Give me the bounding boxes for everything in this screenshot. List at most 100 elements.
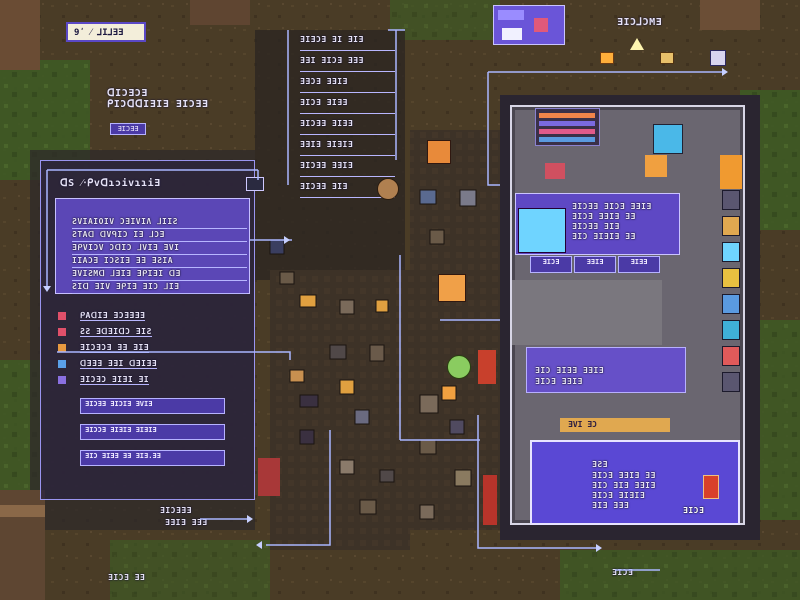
furniture-block[interactable] bbox=[419, 439, 437, 455]
lower-red-icon[interactable] bbox=[703, 475, 719, 499]
left-panel-portrait-icon[interactable] bbox=[246, 177, 264, 191]
furniture-block[interactable] bbox=[269, 239, 285, 255]
screen-cyan-panel bbox=[518, 208, 566, 253]
furniture-block[interactable] bbox=[459, 189, 477, 207]
box-icon[interactable] bbox=[710, 50, 726, 66]
center-label: ƎƎI ƎIƆƎ ƎƎƎ bbox=[300, 51, 395, 72]
cursor-icon bbox=[630, 38, 644, 50]
furniture-block[interactable] bbox=[441, 385, 457, 401]
title-box[interactable]: 9ʹ ⁄ ⅃I⅃ƎƎ bbox=[66, 22, 146, 42]
furniture-block[interactable] bbox=[449, 419, 465, 435]
left-menu-item[interactable]: ƎIƆƎƆ ƎIƎI ƎI bbox=[58, 372, 238, 388]
left-menu-label: ᑭAᗡIƎ ƎƆƎƎƎƎ bbox=[80, 311, 146, 321]
building-mid-line: ƎIƆƎ ƎƎIƎ bbox=[535, 377, 583, 386]
menu-icon bbox=[58, 376, 66, 384]
furniture-block[interactable] bbox=[339, 459, 355, 475]
left-menu-label: ᗡƎƎƎ ƎƎI ᗡƎIƎƎ bbox=[80, 359, 158, 369]
color-bar-label: ƎVI ƎƆ bbox=[568, 420, 597, 429]
red-door[interactable] bbox=[258, 458, 280, 496]
area-label-2: ᑭIƆᗡᗡIƎIƎ ƎIƆƎƎ bbox=[107, 99, 209, 110]
side-slot-icon[interactable] bbox=[722, 216, 740, 236]
left-action-button[interactable]: ƎIƆƆƎ ƎIƎIƎ ƎIƎIƎ bbox=[80, 424, 225, 440]
shelf-panel[interactable] bbox=[535, 108, 600, 146]
red-cabinet[interactable] bbox=[478, 350, 496, 384]
round-table[interactable] bbox=[377, 178, 399, 200]
furniture-block[interactable] bbox=[454, 469, 472, 487]
cyan-screen[interactable] bbox=[653, 124, 683, 154]
side-slot-icon[interactable] bbox=[722, 372, 740, 392]
furniture-block[interactable] bbox=[369, 344, 385, 362]
furniture-block[interactable] bbox=[339, 299, 355, 315]
left-action-button[interactable]: ƎIƆƎƎ ƎIƆIƎ ƎVIƎ bbox=[80, 398, 225, 414]
top-right-title: ƎIƆ⅃ƆMƎ bbox=[617, 17, 663, 28]
chest-icon[interactable] bbox=[600, 52, 614, 64]
bottom-label-2: ƎƎIƎ ƎƎƎ bbox=[165, 518, 208, 527]
center-label: ƎIƆƎƎ ƎIƎ bbox=[300, 177, 395, 198]
building-info-line: ƎIƆƎ ƎƎIƎ ƎƎ bbox=[572, 212, 636, 221]
furniture-block[interactable] bbox=[354, 409, 370, 425]
info-line: ƧVIAIOIV ƆƎIVIɅ ⅃IIƧ bbox=[72, 216, 247, 229]
color-bar[interactable]: ƎVI ƎƆ bbox=[560, 418, 670, 432]
left-menu-item[interactable]: ƧƧ ƎᗡƎIᗡƆ ƎIƧ bbox=[58, 324, 238, 340]
left-action-button[interactable]: ƎIƆ ƎIƎƎ ƎƎ ƎIƎ.ƎƎ bbox=[80, 450, 225, 466]
furniture-block[interactable] bbox=[299, 429, 315, 445]
area-label-1: ᗡIƆƎƆƎ bbox=[107, 88, 148, 99]
info-line: ƎVIƧMᗡ ⅃ƎIƎ ƎᑭIƎI ᗡƎ bbox=[72, 268, 247, 281]
furniture-block[interactable] bbox=[329, 344, 347, 360]
side-slot-icon[interactable] bbox=[722, 320, 740, 340]
furniture-block[interactable] bbox=[359, 499, 377, 515]
left-menu-item[interactable]: ᗡƎƎƎ ƎƎI ᗡƎIƎƎ bbox=[58, 356, 238, 372]
side-slot-icon[interactable] bbox=[722, 346, 740, 366]
mid-purple-strip[interactable] bbox=[526, 347, 686, 393]
red-cabinet-2[interactable] bbox=[483, 475, 497, 525]
orange-vendor[interactable] bbox=[438, 274, 466, 302]
top-right-icon-row bbox=[600, 50, 730, 68]
title-box-text: 9ʹ ⁄ ⅃I⅃ƎƎ bbox=[74, 28, 124, 38]
minimap-thumbnail[interactable] bbox=[493, 5, 565, 45]
side-slot-icon[interactable] bbox=[722, 268, 740, 288]
area-badge[interactable]: ƎIƆƎƎ bbox=[110, 123, 146, 135]
orange-box-top[interactable] bbox=[427, 140, 451, 164]
left-menu-item[interactable]: ᑭAᗡIƎ ƎƆƎƎƎƎ bbox=[58, 308, 238, 324]
furniture-block[interactable] bbox=[375, 299, 389, 313]
center-label: ƎIƆƎƎ ƎƎIƎ bbox=[300, 156, 395, 177]
furniture-block[interactable] bbox=[339, 379, 355, 395]
left-panel-heading: ᗡS ⁄‧ᑭvᗡɿɔivɿɿiƎ bbox=[60, 178, 161, 189]
side-slot-icon[interactable] bbox=[722, 190, 740, 210]
building-button[interactable]: ƎIƎƎ bbox=[618, 256, 660, 273]
furniture-block[interactable] bbox=[429, 229, 445, 245]
furniture-block[interactable] bbox=[279, 271, 295, 285]
lower-box-tag: ƎIƆƎ bbox=[683, 506, 705, 515]
building-side-icons bbox=[722, 190, 742, 410]
bottom-label-3: ƎIƆƎ ƎƎ bbox=[108, 573, 146, 582]
lower-box-line: ƎIƆƎ ƎƎIƎ ƎƎ bbox=[592, 471, 656, 480]
building-info-line: ƎIƆ ƎIƎIƎ ƎƎ bbox=[572, 232, 636, 241]
orange-crate[interactable] bbox=[645, 155, 667, 177]
left-buttons: ƎIƆƎƎ ƎIƆIƎ ƎVIƎ ƎIƆƆƎ ƎIƎIƎ ƎIƎIƎ ƎIƆ ƎIƎ… bbox=[80, 398, 225, 476]
center-label: ƎIƎƆƎ ƎI ƎIƎ bbox=[300, 30, 395, 51]
building-info-line: ƎIƆƎƎ ƎIƆƎ ƎƎIƎ bbox=[572, 202, 652, 211]
furniture-block[interactable] bbox=[299, 294, 317, 308]
crate-icon[interactable] bbox=[660, 52, 674, 64]
building-button[interactable]: ƎƎIƎ bbox=[574, 256, 616, 273]
furniture-block[interactable] bbox=[299, 394, 319, 408]
furniture-block[interactable] bbox=[419, 394, 439, 414]
menu-icon bbox=[58, 360, 66, 368]
furniture-block[interactable] bbox=[419, 504, 435, 520]
building-button[interactable]: ƎIƆƎ bbox=[530, 256, 572, 273]
left-menu-item[interactable]: ƎIƆƎƆƎ ƎƎ ƎIƎ bbox=[58, 340, 238, 356]
side-slot-icon[interactable] bbox=[722, 242, 740, 262]
furniture-block[interactable] bbox=[289, 369, 305, 383]
furniture-block[interactable] bbox=[419, 189, 437, 205]
orange-crate-2[interactable] bbox=[720, 155, 742, 189]
menu-icon bbox=[58, 344, 66, 352]
left-info-box bbox=[55, 198, 250, 294]
furniture-block[interactable] bbox=[379, 469, 395, 483]
plant-icon[interactable] bbox=[447, 355, 471, 379]
side-slot-icon[interactable] bbox=[722, 294, 740, 314]
center-label: ƎIƆƎƎ ƎIƎƎ bbox=[300, 114, 395, 135]
